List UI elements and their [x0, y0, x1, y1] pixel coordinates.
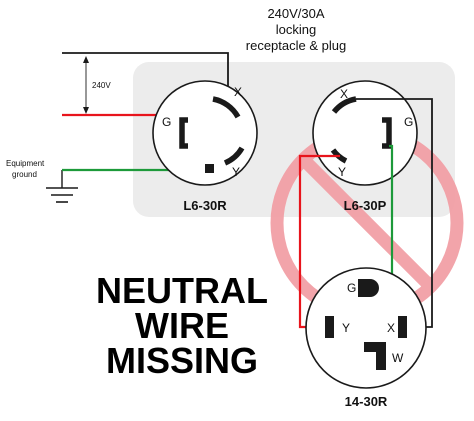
l6-30r-receptacle: [152, 80, 258, 186]
warning-line-3: MISSING: [106, 340, 258, 381]
warning-line-1: NEUTRAL: [96, 270, 268, 311]
14-30r-pin-g-label: G: [347, 281, 356, 295]
warning-line-2: WIRE: [135, 305, 229, 346]
ground-symbol-icon: [46, 170, 78, 203]
l6-30r-pin-x-label: X: [234, 85, 242, 99]
l6-30p-pin-g-label: G: [404, 115, 413, 129]
equipment-ground-label-1: Equipment: [6, 159, 45, 168]
black-hot-wire: [62, 52, 229, 100]
equipment-ground-label-2: ground: [12, 170, 37, 179]
14-30r-receptacle: [305, 267, 427, 389]
l6-30r-name: L6-30R: [183, 198, 227, 213]
l6-30p-name: L6-30P: [344, 198, 387, 213]
14-30r-pin-w-label: W: [392, 351, 404, 365]
l6-30p-pin-x-label: X: [340, 87, 348, 101]
l6-30r-pin-y-label: Y: [232, 165, 240, 179]
14-30r-pin-x-label: X: [387, 321, 395, 335]
l6-30p-pin-y-label: Y: [338, 165, 346, 179]
l6-30r-pin-g-label: G: [162, 115, 171, 129]
voltage-arrow-icon: [83, 56, 89, 114]
14-30r-pin-y-label: Y: [342, 321, 350, 335]
header-line-2: locking: [276, 22, 316, 37]
voltage-label: 240V: [92, 81, 111, 90]
header-line-3: receptacle & plug: [246, 38, 346, 53]
14-30r-name: 14-30R: [345, 394, 388, 409]
header-line-1: 240V/30A: [267, 6, 324, 21]
l6-30p-plug: [312, 80, 418, 186]
